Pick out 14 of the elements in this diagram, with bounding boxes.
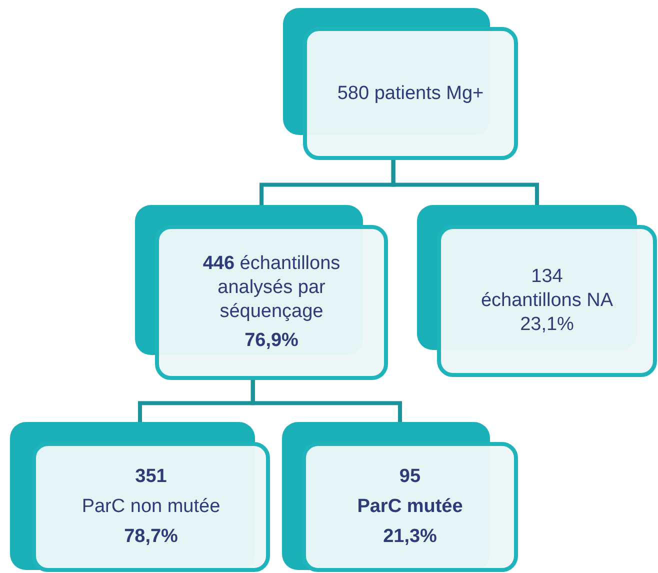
node-text: ParC mutée xyxy=(357,495,463,519)
node-text: ParC non mutée xyxy=(82,495,220,519)
node-text: 134 xyxy=(531,265,563,290)
node-text: 95 xyxy=(399,465,421,490)
connector-line xyxy=(250,380,402,422)
node-text: 76,9% xyxy=(244,329,298,353)
node-text: échantillons NA xyxy=(480,289,614,313)
node-text: 580 patients Mg+ xyxy=(337,82,484,106)
connector-line xyxy=(391,160,539,205)
node-text: 23,1% xyxy=(520,312,574,337)
node-text: 78,7% xyxy=(124,524,178,549)
node-text: 446 échantillons analysés par séquençage xyxy=(202,252,342,324)
node-text: 21,3% xyxy=(383,524,437,549)
node-text: 351 xyxy=(135,465,167,490)
